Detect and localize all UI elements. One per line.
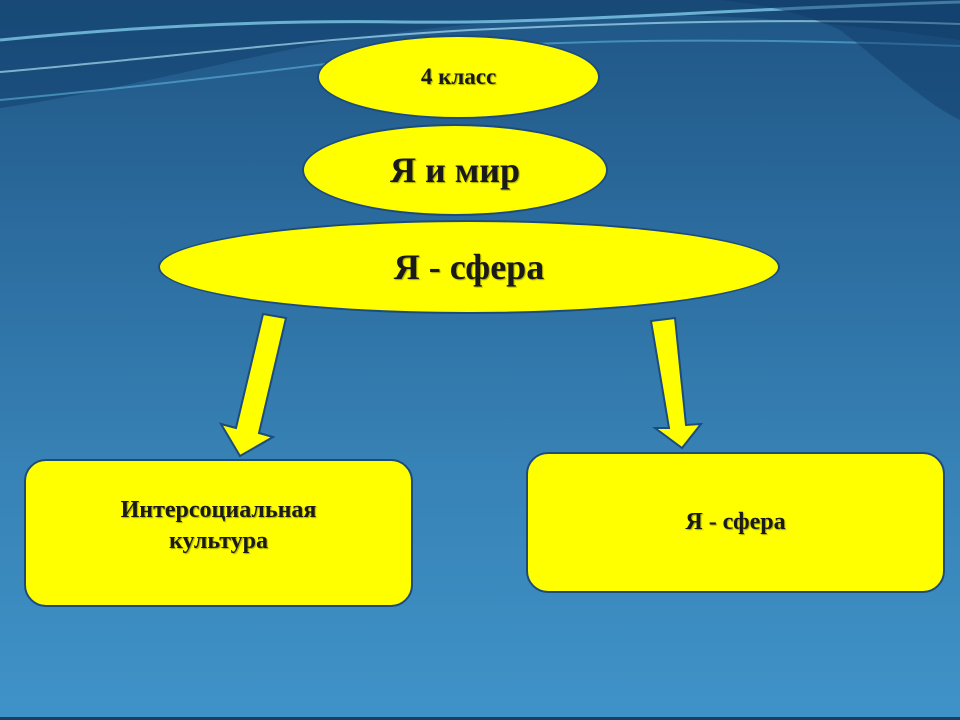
topic-ellipse: Я и мир [302,124,608,216]
intersocial-culture-box: Интерсоциальная культура [24,459,413,607]
background-waves [0,0,960,120]
grade-label: 4 класс [420,64,497,89]
grade-ellipse: 4 класс [317,35,600,119]
sphere-ellipse: Я - сфера [158,220,780,314]
self-sphere-box: Я - сфера [526,452,945,593]
arrow-left [218,312,288,458]
bottom-border [0,717,960,720]
intersocial-culture-label: Интерсоциальная культура [120,497,317,554]
arrow-right [649,316,704,450]
topic-label: Я и мир [389,150,521,190]
self-sphere-label: Я - сфера [685,509,786,535]
sphere-label: Я - сфера [393,247,545,287]
